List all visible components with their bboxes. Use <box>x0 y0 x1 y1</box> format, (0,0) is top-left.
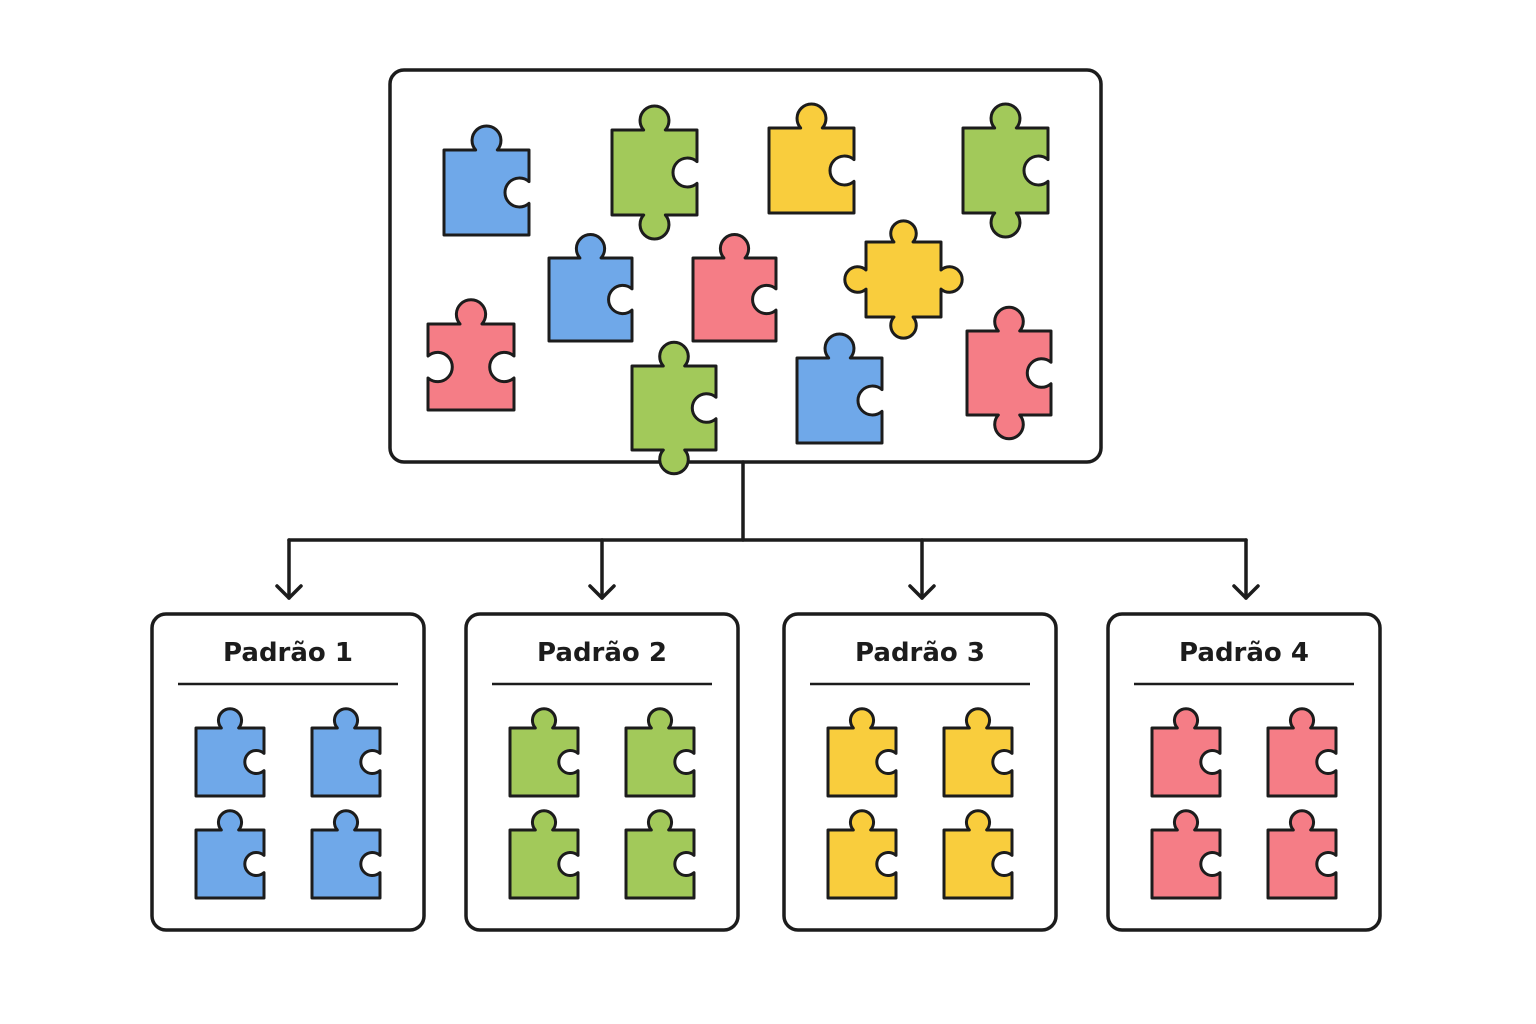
puzzle-piece-yellow-icon <box>843 219 964 340</box>
source-pieces <box>426 102 1053 476</box>
arrow-1 <box>275 538 303 600</box>
pattern-1-title: Padrão 1 <box>223 638 353 668</box>
puzzle-piece-red-icon <box>1150 809 1222 900</box>
puzzle-piece-blue-icon <box>442 124 531 237</box>
puzzle-piece-blue-icon <box>194 809 266 900</box>
puzzle-piece-blue-icon <box>547 233 634 343</box>
puzzle-piece-green-icon <box>508 809 580 900</box>
arrow-2 <box>588 538 616 600</box>
puzzle-piece-red-icon <box>1266 707 1338 798</box>
puzzle-piece-green-icon <box>508 707 580 798</box>
puzzle-piece-green-icon <box>630 340 718 476</box>
pattern-boxes <box>150 612 1382 932</box>
pattern-box-1 <box>150 612 426 932</box>
puzzle-piece-green-icon <box>610 104 699 241</box>
puzzle-piece-red-icon <box>691 233 778 343</box>
pattern-4-title: Padrão 4 <box>1179 638 1309 668</box>
connector-lines <box>275 460 1260 600</box>
puzzle-piece-green-icon <box>624 809 696 900</box>
puzzle-piece-red-icon <box>965 305 1053 441</box>
arrow-3 <box>908 538 936 600</box>
puzzle-piece-yellow-icon <box>826 809 898 900</box>
pattern-3-title: Padrão 3 <box>855 638 985 668</box>
pattern-box-4 <box>1106 612 1382 932</box>
puzzle-piece-green-icon <box>961 102 1050 239</box>
puzzle-piece-red-icon <box>1266 809 1338 900</box>
puzzle-piece-yellow-icon <box>826 707 898 798</box>
pattern-2-title: Padrão 2 <box>537 638 667 668</box>
arrow-4 <box>1232 538 1260 600</box>
puzzle-piece-blue-icon <box>310 809 382 900</box>
puzzle-piece-red-icon <box>1150 707 1222 798</box>
puzzle-piece-yellow-icon <box>767 102 856 215</box>
pattern-box-3 <box>782 612 1058 932</box>
puzzle-piece-blue-icon <box>194 707 266 798</box>
puzzle-piece-blue-icon <box>795 332 884 445</box>
puzzle-piece-red-icon <box>426 298 516 412</box>
puzzle-piece-green-icon <box>624 707 696 798</box>
pattern-box-2 <box>464 612 740 932</box>
puzzle-piece-blue-icon <box>310 707 382 798</box>
puzzle-piece-yellow-icon <box>942 707 1014 798</box>
puzzle-piece-yellow-icon <box>942 809 1014 900</box>
